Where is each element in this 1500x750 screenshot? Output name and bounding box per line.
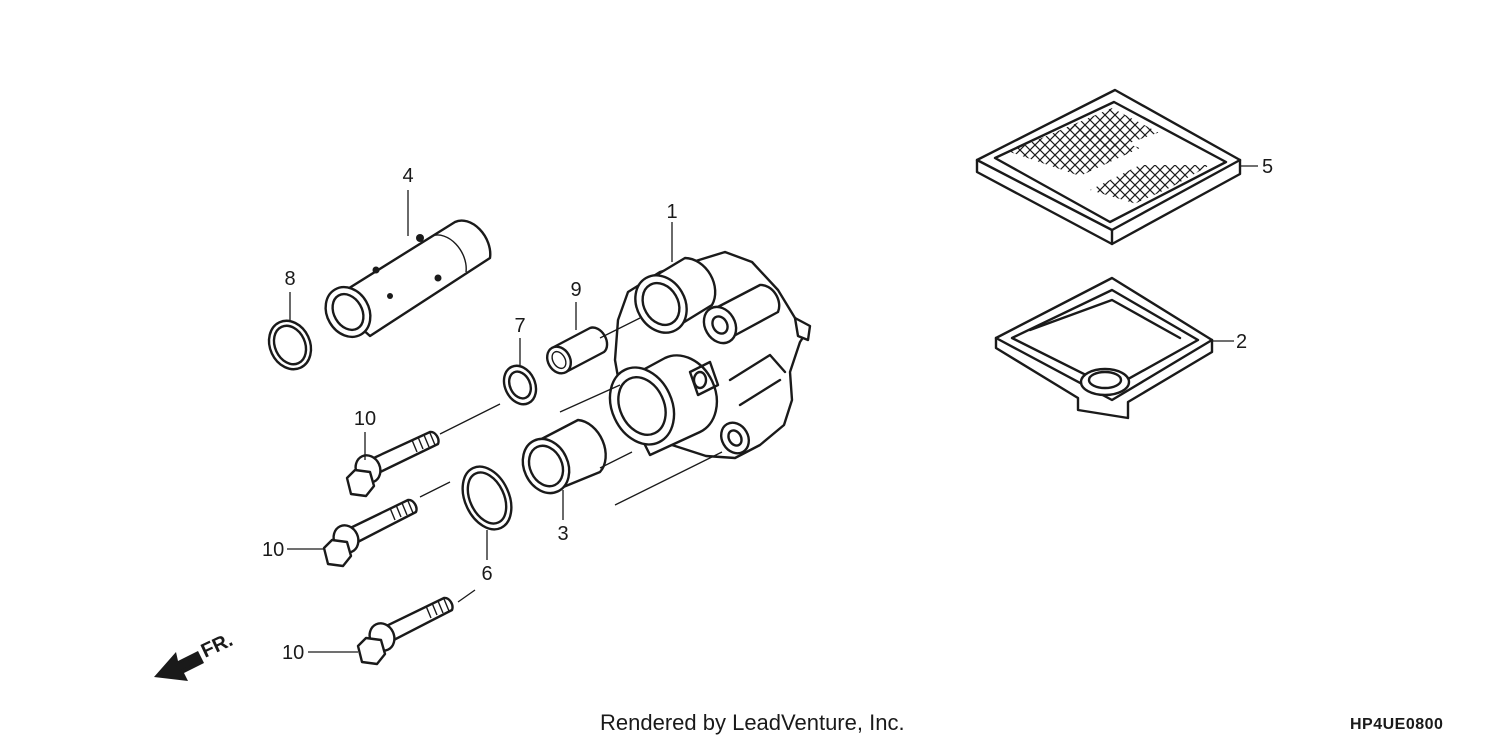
part-10-bolt-lower[interactable] bbox=[356, 596, 454, 666]
rendered-by-credit: Rendered by LeadVenture, Inc. bbox=[600, 710, 905, 735]
part-10-bolt-upper[interactable] bbox=[345, 430, 440, 498]
part-6-o-ring[interactable] bbox=[453, 459, 521, 537]
part-2-strainer-case[interactable] bbox=[994, 276, 1214, 420]
callout-9: 9 bbox=[570, 279, 581, 301]
callout-3: 3 bbox=[557, 523, 568, 545]
front-direction-arrow-icon bbox=[154, 651, 204, 681]
callout-7: 7 bbox=[514, 315, 525, 337]
part-1-oil-pump-body[interactable] bbox=[598, 250, 812, 460]
callout-4: 4 bbox=[402, 165, 413, 187]
part-4-sleeve[interactable] bbox=[317, 219, 492, 345]
alignment-lines bbox=[419, 317, 723, 603]
part-5-strainer-screen[interactable] bbox=[975, 88, 1242, 246]
callout-2: 2 bbox=[1236, 331, 1247, 353]
part-9-dowel-pin[interactable] bbox=[542, 326, 609, 378]
callout-6: 6 bbox=[481, 563, 492, 585]
direction-label: FR. bbox=[198, 629, 236, 663]
callout-10-lower: 10 bbox=[282, 642, 304, 664]
callout-10-middle: 10 bbox=[262, 539, 284, 561]
callout-5: 5 bbox=[1262, 156, 1273, 178]
part-8-o-ring[interactable] bbox=[261, 314, 318, 376]
diagram-code: HP4UE0800 bbox=[1350, 716, 1444, 733]
callout-10-upper: 10 bbox=[354, 408, 376, 430]
callout-1: 1 bbox=[666, 201, 677, 223]
part-7-o-ring[interactable] bbox=[498, 361, 542, 410]
callout-8: 8 bbox=[284, 268, 295, 290]
part-10-bolt-middle[interactable] bbox=[322, 498, 418, 568]
part-3-collar[interactable] bbox=[514, 418, 607, 501]
